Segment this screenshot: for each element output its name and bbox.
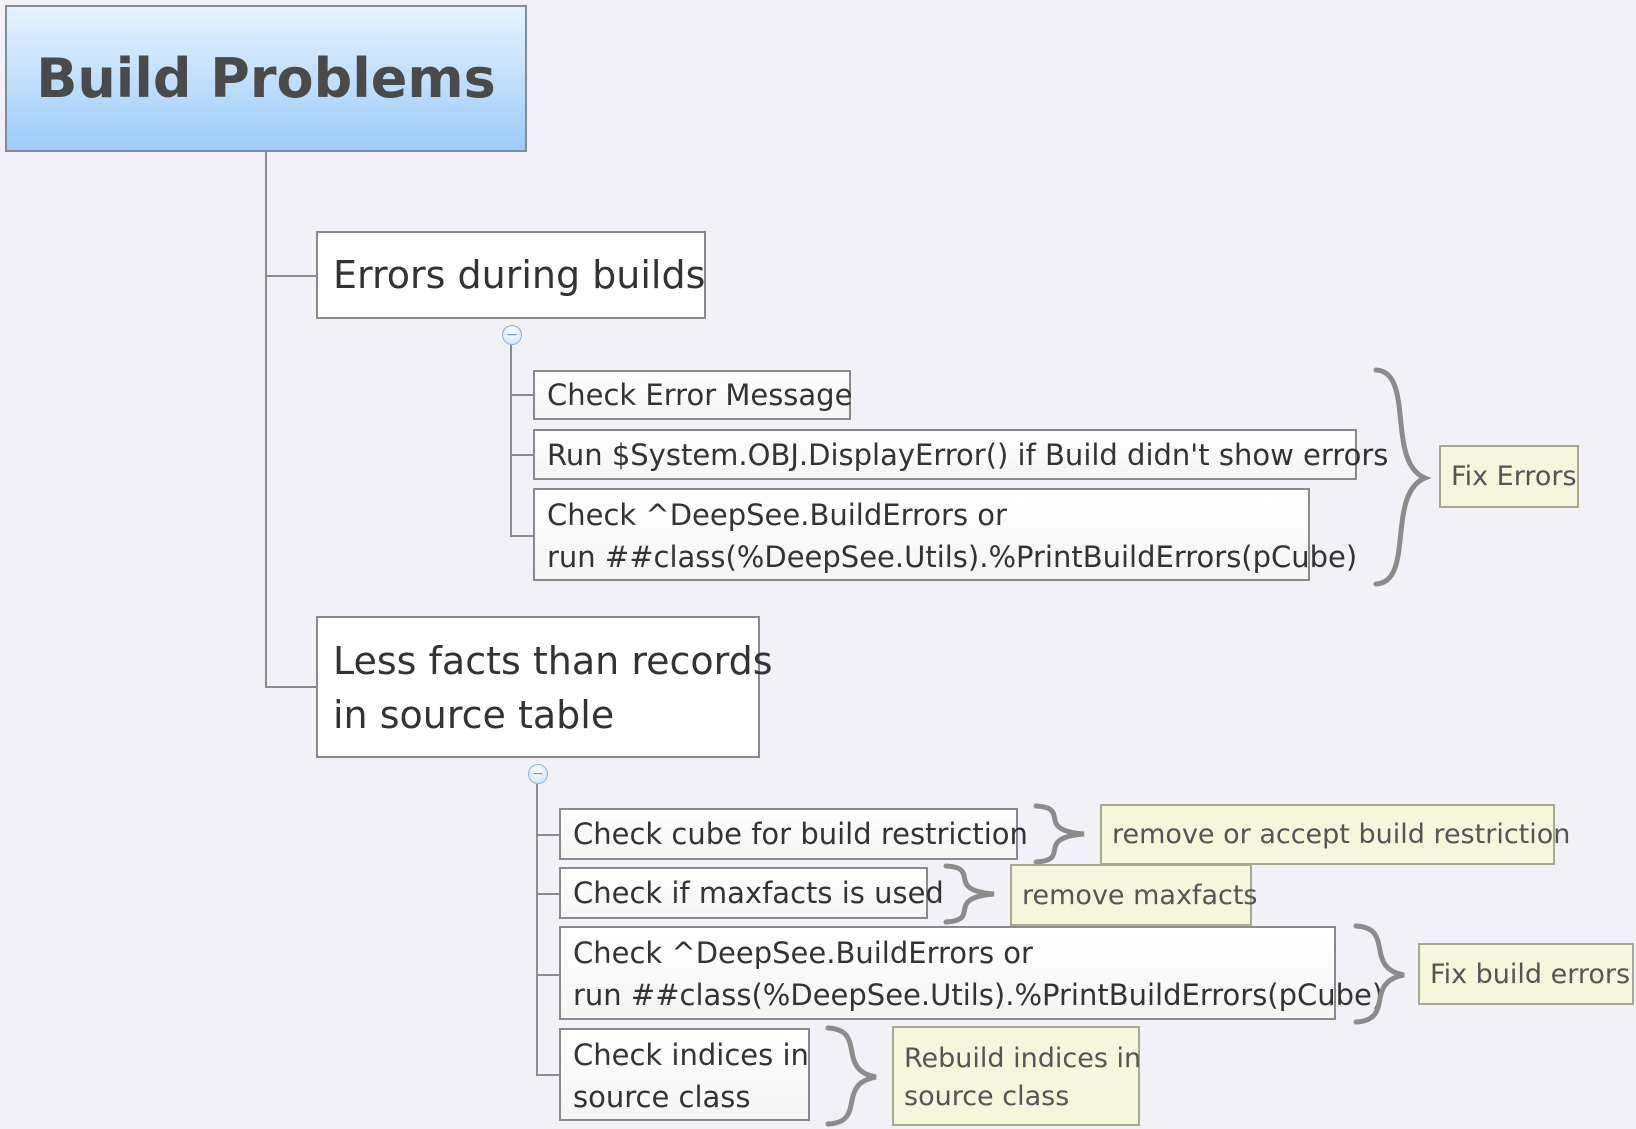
subtopic-label: Check Error Message (547, 378, 853, 412)
subtopic-label: Check if maxfacts is used (573, 876, 944, 910)
topic-errors-during-builds[interactable]: Errors during builds (316, 231, 706, 319)
summary-label: Fix build errors (1430, 958, 1631, 990)
topic-2-branch-2 (536, 893, 559, 895)
root-title: Build Problems (36, 47, 496, 110)
subtopic-check-maxfacts[interactable]: Check if maxfacts is used (559, 867, 944, 919)
subtopic-check-indices[interactable]: Check indices in source class (559, 1028, 810, 1121)
curly-brace-icon (1373, 367, 1432, 587)
subtopic-check-build-errors-2[interactable]: Check ^DeepSee.BuildErrors or run ##clas… (559, 926, 1384, 1020)
subtopic-label-line-1: Check ^DeepSee.BuildErrors or (573, 936, 1033, 970)
topic-title-line-1: Less facts than records (333, 639, 773, 683)
subtopic-run-display-error[interactable]: Run $System.OBJ.DisplayError() if Build … (533, 429, 1388, 480)
summary-remove-or-accept-restriction[interactable]: remove or accept build restriction (1100, 804, 1570, 865)
curly-brace-icon (943, 863, 995, 925)
summary-fix-errors[interactable]: Fix Errors (1439, 445, 1579, 508)
summary-label: remove or accept build restriction (1112, 819, 1571, 850)
topic-less-facts-than-records[interactable]: Less facts than records in source table (316, 616, 773, 758)
subtopic-label-line-2: run ##class(%DeepSee.Utils).%PrintBuildE… (573, 978, 1384, 1012)
summary-label-line-2: source class (904, 1081, 1070, 1112)
topic-title: Errors during builds (333, 253, 706, 297)
subtopic-label-line-2: run ##class(%DeepSee.Utils).%PrintBuildE… (547, 540, 1358, 574)
subtopic-label-line-1: Check indices in (573, 1038, 809, 1072)
curly-brace-icon (825, 1025, 877, 1127)
topic-1-branch-2 (510, 454, 533, 456)
topic-2-branch-1 (536, 834, 559, 836)
topic-2-trunk (536, 784, 538, 1076)
subtopic-label-line-2: source class (573, 1080, 751, 1114)
subtopic-check-error-message[interactable]: Check Error Message (533, 370, 853, 420)
topic-2-branch-4 (536, 1074, 559, 1076)
curly-brace-icon (1033, 803, 1085, 865)
subtopic-label-line-1: Check ^DeepSee.BuildErrors or (547, 498, 1007, 532)
summary-remove-maxfacts[interactable]: remove maxfacts (1010, 864, 1258, 926)
summary-label: remove maxfacts (1022, 879, 1258, 911)
summary-label: Fix Errors (1451, 461, 1577, 492)
topic-1-branch-3 (510, 535, 533, 537)
summary-label-line-1: Rebuild indices in (904, 1043, 1142, 1074)
topic-1-branch-1 (510, 394, 533, 396)
root-connector-to-topic-2 (265, 686, 316, 688)
subtopic-check-build-restriction[interactable]: Check cube for build restriction (559, 808, 1028, 860)
topic-1-trunk (510, 345, 512, 537)
subtopic-label: Run $System.OBJ.DisplayError() if Build … (547, 437, 1389, 472)
minus-circle-icon[interactable]: − (502, 325, 522, 345)
root-topic[interactable]: Build Problems (5, 5, 527, 152)
summary-rebuild-indices[interactable]: Rebuild indices in source class (892, 1026, 1142, 1126)
minus-circle-icon[interactable]: − (528, 764, 548, 784)
subtopic-label: Check cube for build restriction (573, 817, 1028, 851)
topic-title-line-2: in source table (333, 693, 615, 737)
root-connector-trunk (265, 152, 267, 687)
root-connector-to-topic-1 (265, 275, 316, 277)
subtopic-check-build-errors[interactable]: Check ^DeepSee.BuildErrors or run ##clas… (533, 488, 1358, 581)
summary-fix-build-errors[interactable]: Fix build errors (1418, 943, 1634, 1005)
topic-2-branch-3 (536, 974, 559, 976)
